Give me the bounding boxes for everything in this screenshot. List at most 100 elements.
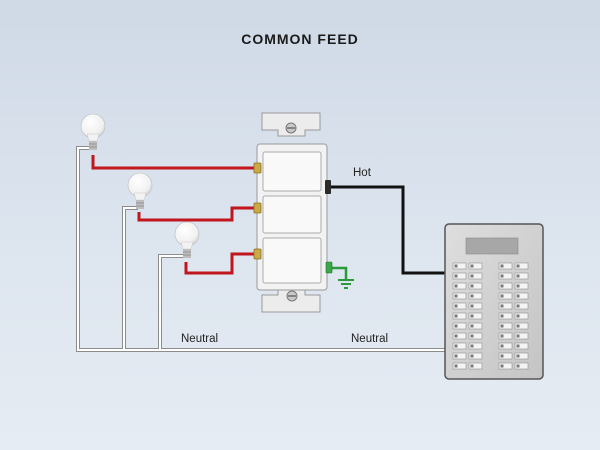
red-wire-1 bbox=[91, 155, 257, 170]
breaker-slot bbox=[468, 262, 483, 270]
breaker-toggle bbox=[470, 334, 474, 338]
triple-switch-icon bbox=[253, 112, 333, 313]
breaker-slot bbox=[468, 322, 483, 330]
red-wire-2 bbox=[137, 206, 257, 222]
breaker-toggle bbox=[500, 294, 504, 298]
breaker-toggle bbox=[470, 284, 474, 288]
breaker-toggle bbox=[454, 324, 458, 328]
breaker-slot bbox=[514, 352, 529, 360]
breaker-toggle bbox=[500, 324, 504, 328]
breaker-slot bbox=[452, 272, 467, 280]
breaker-slot bbox=[468, 342, 483, 350]
breaker-slot bbox=[498, 262, 513, 270]
breaker-toggle bbox=[470, 364, 474, 368]
breaker-slot bbox=[468, 332, 483, 340]
breaker-slot bbox=[468, 302, 483, 310]
breaker-toggle bbox=[500, 314, 504, 318]
breaker-slot bbox=[498, 292, 513, 300]
breaker-slot bbox=[498, 332, 513, 340]
breaker-toggle bbox=[454, 294, 458, 298]
breaker-toggle bbox=[500, 284, 504, 288]
breaker-toggle bbox=[516, 284, 520, 288]
breaker-toggle bbox=[454, 304, 458, 308]
breaker-slot bbox=[498, 282, 513, 290]
breaker-toggle bbox=[454, 314, 458, 318]
breaker-slot bbox=[514, 362, 529, 370]
breaker-slot bbox=[452, 322, 467, 330]
breaker-toggle bbox=[516, 344, 520, 348]
breaker-slot bbox=[514, 302, 529, 310]
breaker-toggle bbox=[516, 314, 520, 318]
breaker-slot bbox=[498, 312, 513, 320]
breaker-slot bbox=[514, 322, 529, 330]
breaker-toggle bbox=[454, 264, 458, 268]
light-bulb-icon bbox=[127, 172, 153, 209]
switched-wires bbox=[91, 155, 257, 275]
hot-label: Hot bbox=[353, 167, 371, 179]
breaker-toggle bbox=[516, 294, 520, 298]
neutral-label-left: Neutral bbox=[181, 333, 219, 345]
breaker-toggle bbox=[500, 334, 504, 338]
breaker-slot bbox=[452, 282, 467, 290]
breaker-grid bbox=[452, 262, 529, 370]
ground-symbol-icon bbox=[338, 279, 354, 289]
breaker-toggle bbox=[516, 354, 520, 358]
breaker-toggle bbox=[500, 304, 504, 308]
breaker-toggle bbox=[454, 344, 458, 348]
diagram-title: COMMON FEED bbox=[241, 31, 359, 47]
breaker-slot bbox=[514, 292, 529, 300]
breaker-slot bbox=[452, 292, 467, 300]
breaker-toggle bbox=[516, 274, 520, 278]
breaker-slot bbox=[498, 362, 513, 370]
breaker-toggle bbox=[454, 334, 458, 338]
breaker-toggle bbox=[470, 314, 474, 318]
breaker-slot bbox=[452, 342, 467, 350]
breaker-slot bbox=[468, 362, 483, 370]
breaker-toggle bbox=[470, 304, 474, 308]
breaker-toggle bbox=[500, 264, 504, 268]
breaker-slot bbox=[468, 312, 483, 320]
breaker-toggle bbox=[470, 324, 474, 328]
breaker-slot bbox=[514, 282, 529, 290]
breaker-toggle bbox=[454, 354, 458, 358]
breaker-toggle bbox=[500, 354, 504, 358]
breaker-slot bbox=[452, 332, 467, 340]
breaker-slot bbox=[452, 312, 467, 320]
breaker-toggle bbox=[470, 264, 474, 268]
breaker-slot bbox=[498, 342, 513, 350]
breaker-slot bbox=[452, 352, 467, 360]
switch-rocker-2 bbox=[262, 195, 322, 234]
breaker-toggle bbox=[500, 274, 504, 278]
breaker-toggle bbox=[516, 304, 520, 308]
breaker-slot bbox=[468, 282, 483, 290]
breaker-slot bbox=[498, 322, 513, 330]
breaker-panel-icon bbox=[444, 223, 544, 380]
breaker-slot bbox=[452, 362, 467, 370]
ground-connection bbox=[332, 266, 354, 289]
breaker-toggle bbox=[470, 344, 474, 348]
breaker-slot bbox=[452, 302, 467, 310]
breaker-slot bbox=[514, 342, 529, 350]
breaker-slot bbox=[514, 262, 529, 270]
breaker-toggle bbox=[454, 274, 458, 278]
neutral-wire-bulb-2 bbox=[122, 206, 138, 350]
breaker-toggle bbox=[500, 344, 504, 348]
switch-rocker-3 bbox=[262, 237, 322, 284]
light-bulb-icon bbox=[80, 113, 106, 150]
breaker-slot bbox=[452, 262, 467, 270]
breaker-slot bbox=[514, 312, 529, 320]
hot-wire bbox=[328, 185, 445, 275]
breaker-toggle bbox=[454, 284, 458, 288]
breaker-toggle bbox=[516, 324, 520, 328]
breaker-toggle bbox=[516, 264, 520, 268]
breaker-slot bbox=[468, 352, 483, 360]
breaker-slot bbox=[468, 292, 483, 300]
switch-rocker-1 bbox=[262, 151, 322, 192]
breaker-toggle bbox=[454, 364, 458, 368]
breaker-slot bbox=[498, 272, 513, 280]
breaker-toggle bbox=[516, 334, 520, 338]
breaker-toggle bbox=[470, 294, 474, 298]
red-wire-3 bbox=[184, 252, 257, 275]
